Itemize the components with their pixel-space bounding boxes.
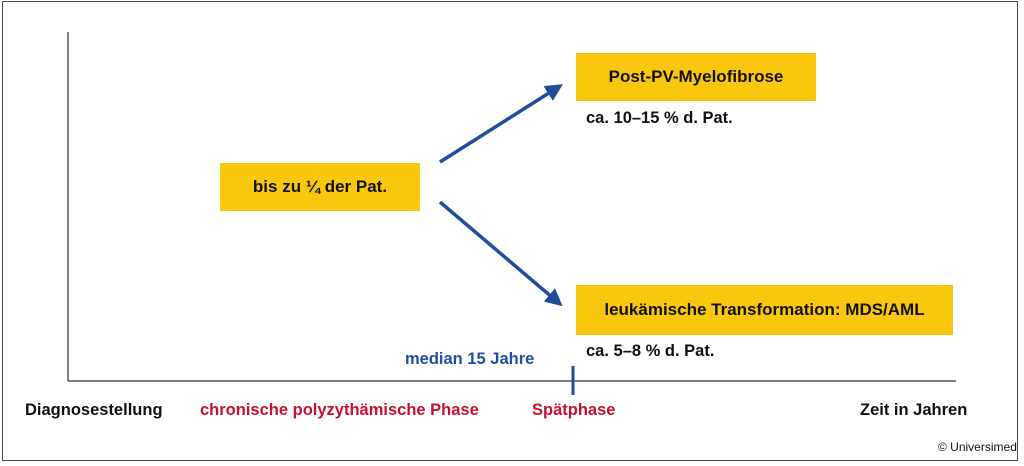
axis-end-label: Zeit in Jahren bbox=[860, 401, 968, 419]
lower-percentage: ca. 5–8 % d. Pat. bbox=[586, 342, 715, 360]
arrow-up bbox=[439, 84, 563, 164]
late-phase-label: Spätphase bbox=[532, 401, 616, 419]
leukemic-transformation-box: leukämische Transformation: MDS/AML bbox=[576, 285, 953, 335]
myelofibrosis-box: Post-PV-Myelofibrose bbox=[576, 53, 816, 101]
upper-percentage: ca. 10–15 % d. Pat. bbox=[586, 109, 733, 127]
arrow-down bbox=[438, 200, 563, 307]
median-label: median 15 Jahre bbox=[405, 350, 535, 368]
axis-start-label: Diagnosestellung bbox=[25, 401, 163, 419]
copyright-notice: © Universimed bbox=[938, 440, 1017, 454]
start-box: bis zu ¼ der Pat. bbox=[220, 163, 420, 211]
figure-frame bbox=[2, 1, 1018, 461]
chronic-phase-label: chronische polyzythämische Phase bbox=[200, 401, 479, 419]
